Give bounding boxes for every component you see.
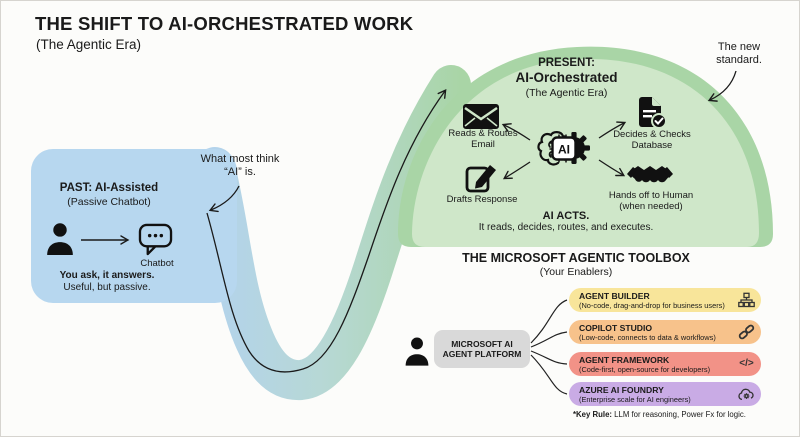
row-name: AGENT BUILDER (579, 290, 650, 301)
pencil-square-icon (465, 165, 496, 193)
ai-acts-heading: AI ACTS. (542, 210, 590, 222)
row-desc: (Enterprise scale for AI engineers) (579, 394, 691, 404)
org-chart-icon (738, 292, 755, 308)
past-tagline-bold: You ask, it answers. (59, 270, 155, 281)
row-desc: (Code-first, open-source for developers) (579, 364, 711, 374)
present-kicker: PRESENT: (538, 57, 595, 69)
ai-chip-label: AI (558, 143, 570, 157)
person-icon (405, 337, 429, 366)
present-heading: AI-Orchestrated (515, 70, 618, 85)
row-name: COPILOT STUDIO (579, 322, 653, 333)
envelope-icon (463, 104, 499, 129)
past-tagline: Useful, but passive. (63, 282, 151, 293)
past-heading: PAST: AI-Assisted (59, 182, 159, 194)
left-annotation-arrow (208, 185, 240, 213)
handshake-icon (627, 166, 673, 183)
item-label-handoff: Hands off to Human (when needed) (608, 190, 694, 212)
toolbox-row-agent-framework: AGENT FRAMEWORK (Code-first, open-source… (569, 352, 761, 376)
chat-bubble-icon (138, 223, 173, 256)
present-subheading: (The Agentic Era) (525, 87, 608, 99)
row-desc: (Low-code, connects to data & workflows) (579, 332, 716, 342)
platform-connector-lines (530, 299, 568, 395)
key-rule-label: *Key Rule: (573, 410, 612, 419)
chain-link-icon (738, 324, 755, 340)
person-icon (47, 223, 73, 255)
page-subtitle: (The Agentic Era) (36, 37, 142, 52)
row-name: AZURE AI FOUNDRY (579, 384, 664, 395)
code-brackets-icon: </> (739, 358, 754, 369)
brain-gear-ai-icon: AI (537, 131, 590, 166)
key-rule-footnote: *Key Rule: LLM for reasoning, Power Fx f… (573, 410, 783, 419)
key-rule-text: LLM for reasoning, Power Fx for logic. (612, 410, 746, 419)
page-title: THE SHIFT TO AI-ORCHESTRATED WORK (35, 13, 414, 34)
item-label-database: Decides & Checks Database (613, 129, 691, 151)
item-label-drafts: Drafts Response (446, 194, 518, 205)
toolbox-heading: THE MICROSOFT AGENTIC TOOLBOX (462, 251, 690, 265)
row-desc: (No-code, drag-and-drop for business use… (579, 300, 725, 310)
row-name: AGENT FRAMEWORK (579, 354, 670, 365)
flow-band (195, 65, 471, 401)
item-label-email: Reads & Routes Email (448, 128, 518, 150)
annotation-left: What most think “AI” is. (200, 153, 280, 178)
past-blob (31, 149, 237, 303)
platform-box: MICROSOFT AI AGENT PLATFORM (434, 330, 530, 368)
right-annotation-arrow (707, 70, 737, 102)
annotation-right: The new standard. (716, 41, 762, 66)
ai-acts-text: It reads, decides, routes, and executes. (478, 222, 654, 233)
toolbox-row-copilot-studio: COPILOT STUDIO (Low-code, connects to da… (569, 320, 761, 344)
document-check-icon (639, 97, 666, 129)
toolbox-row-agent-builder: AGENT BUILDER (No-code, drag-and-drop fo… (569, 288, 761, 312)
cloud-gear-icon (738, 388, 754, 401)
platform-label: MICROSOFT AI AGENT PLATFORM (442, 339, 522, 359)
s-curve-line (206, 89, 447, 373)
chatbot-label: Chatbot (140, 258, 174, 269)
past-subheading: (Passive Chatbot) (67, 196, 151, 208)
toolbox-subheading: (Your Enablers) (539, 266, 613, 278)
toolbox-row-azure-ai-foundry: AZURE AI FOUNDRY (Enterprise scale for A… (569, 382, 761, 406)
center-arrows (501, 121, 627, 180)
